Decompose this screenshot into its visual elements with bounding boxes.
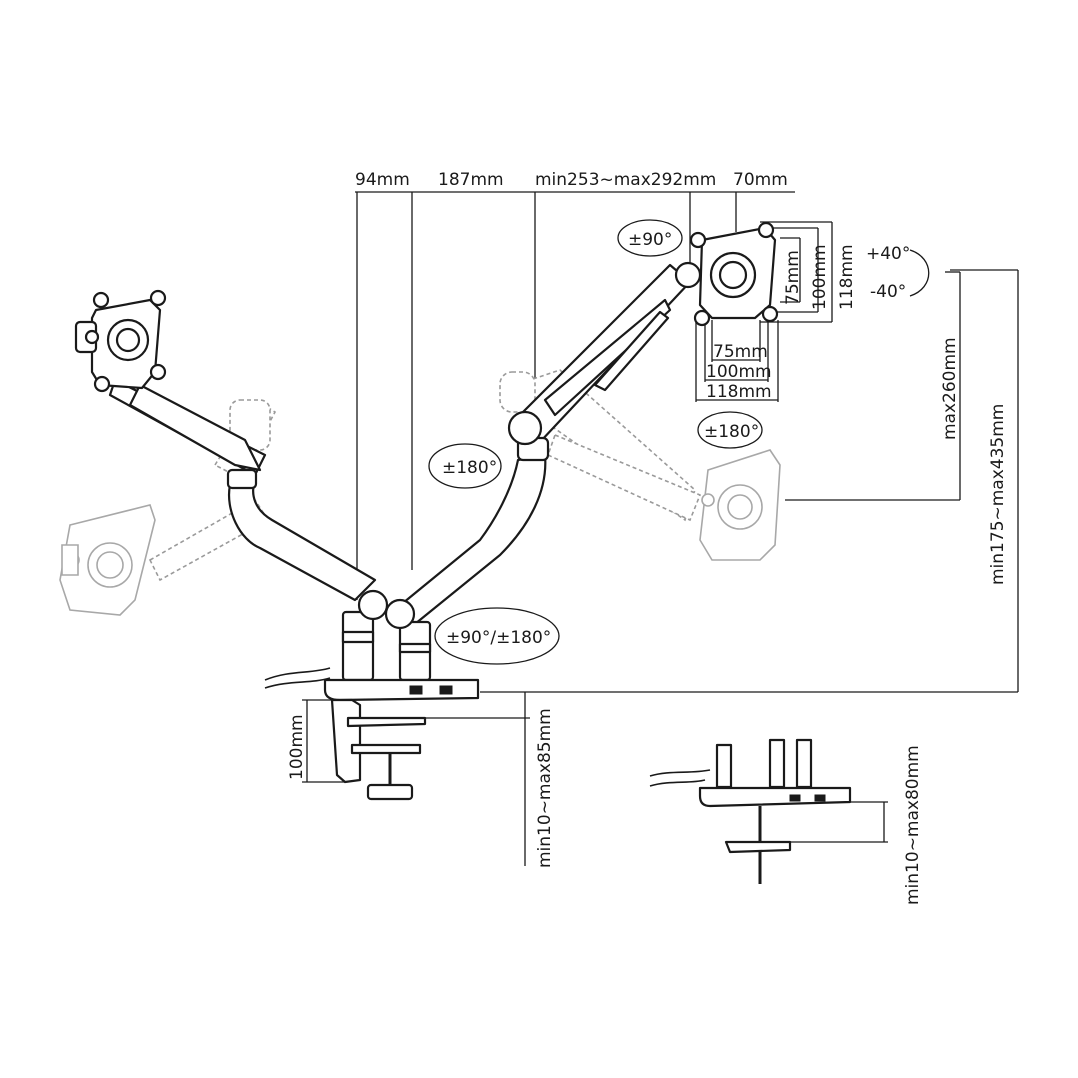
grommet-range: min10~max80mm	[903, 745, 923, 905]
left-arm	[74, 289, 377, 602]
vesa-h-118: 118mm	[706, 382, 772, 402]
pole-base	[264, 589, 480, 801]
vesa-v-75: 75mm	[783, 250, 803, 305]
dim-94mm: 94mm	[355, 170, 410, 190]
vesa-h-75: 75mm	[713, 342, 768, 362]
vesa-v-118: 118mm	[837, 244, 857, 310]
dim-70mm: 70mm	[733, 170, 788, 190]
clamp-range: min10~max85mm	[535, 708, 555, 868]
dim-reach: min253~max292mm	[535, 170, 716, 190]
vesa-h-100: 100mm	[706, 362, 772, 382]
clamp-height: 100mm	[287, 714, 307, 780]
base-rotation: ±90°/±180°	[446, 628, 551, 648]
swivel-head: ±180°	[704, 422, 759, 442]
tilt-up: +40°	[866, 244, 910, 264]
rotate-top: ±90°	[628, 230, 672, 250]
tilt-down: -40°	[870, 282, 906, 302]
right-arm	[390, 221, 779, 630]
total-height: min175~max435mm	[988, 404, 1008, 585]
swivel-elbow: ±180°	[442, 458, 497, 478]
rotation-arrows	[428, 219, 930, 665]
grommet-inset	[649, 738, 852, 884]
dimension-lines	[302, 191, 1019, 866]
vesa-v-100: 100mm	[810, 244, 830, 310]
dim-187mm: 187mm	[438, 170, 504, 190]
ghost-left-arm	[59, 398, 277, 616]
height-adjust: max260mm	[940, 337, 960, 440]
